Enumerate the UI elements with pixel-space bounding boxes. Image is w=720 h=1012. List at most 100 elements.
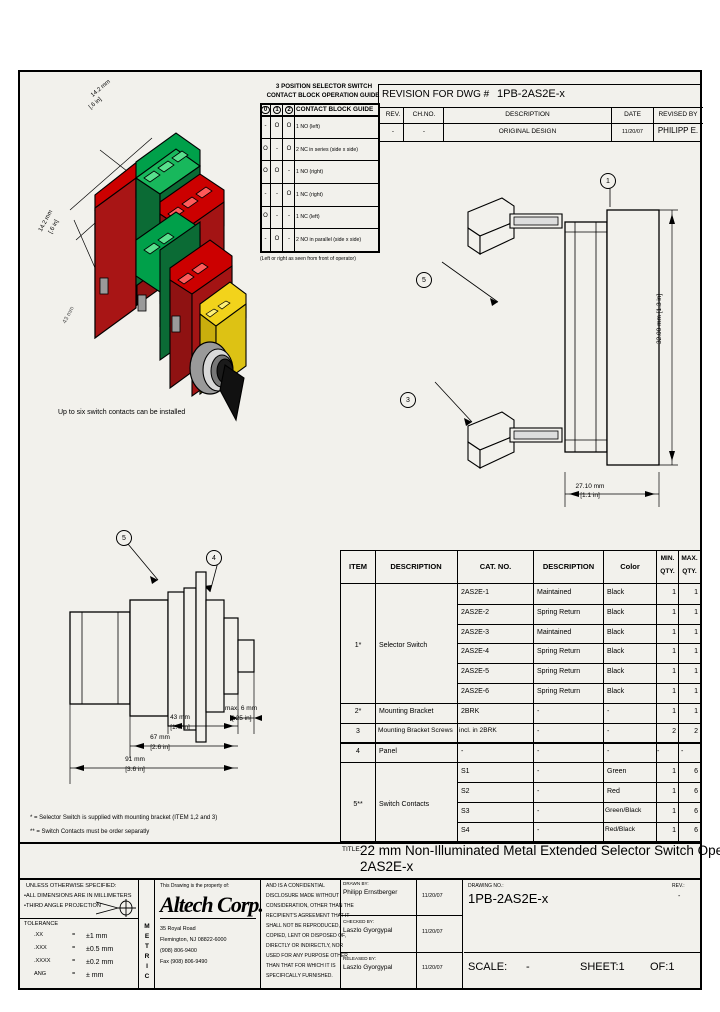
bom-row-max: 6 bbox=[694, 827, 698, 835]
tolerance-value-3: ± mm bbox=[86, 972, 104, 979]
isometric-contact-block-view bbox=[40, 90, 250, 430]
bom-row-max: 1 bbox=[694, 608, 698, 616]
title-block-divider-4 bbox=[340, 878, 342, 990]
metric-letter: C bbox=[144, 973, 150, 980]
cbg-row-0-guide: 1 NO (left) bbox=[296, 124, 320, 130]
cbg-row-1-guide: 2 NC in series (side x side) bbox=[296, 146, 358, 153]
bom-item-2: 2* bbox=[354, 708, 362, 715]
confidential-line: SPECIFICALLY FURNISHED. bbox=[266, 973, 333, 979]
revision-col-chno: CH.NO. bbox=[412, 111, 436, 118]
cbg-row-0-pos0: - bbox=[264, 123, 267, 129]
bom-row-catno: 2AS2E-5 bbox=[461, 668, 490, 676]
bom-row-desc: Spring Return bbox=[537, 668, 581, 676]
drawing-no-label: DRAWING NO.: bbox=[468, 883, 504, 889]
checked-by-value: Laszlo Gyorgypal bbox=[343, 927, 393, 934]
confidential-line: DIRECTLY OR INDIRECTLY, NOR bbox=[266, 943, 344, 949]
dim-67mm-inch: [2.6 in] bbox=[150, 744, 170, 751]
scale-value: - bbox=[526, 961, 530, 973]
property-line: This Drawing is the property of: bbox=[160, 883, 230, 889]
cbg-row-2-guide: 1 NO (right) bbox=[296, 169, 324, 175]
address-line4: Fax (908) 806-9490 bbox=[160, 959, 208, 965]
revision-row-date: 11/20/07 bbox=[621, 129, 643, 135]
bom-row-max: 1 bbox=[694, 688, 698, 695]
bom-row-min: 1 bbox=[672, 787, 676, 795]
bom-col-description-1: DESCRIPTION bbox=[390, 562, 442, 571]
page-title-line2: 2AS2E-x bbox=[360, 859, 414, 874]
bom-row-color: Black bbox=[607, 589, 625, 596]
bom-item-4: 4 bbox=[356, 748, 360, 755]
cbg-row-1-pos2: O bbox=[286, 145, 292, 152]
scale-label: SCALE: bbox=[468, 961, 508, 973]
bom-row-max: 1 bbox=[694, 628, 698, 636]
confidential-line: SHALL NOT BE REPRODUCED, bbox=[266, 923, 340, 929]
dim-panel-max-inch: [.25 in] bbox=[232, 715, 252, 722]
bom-row-max: 1 bbox=[694, 589, 698, 596]
bom-item-3: 3 bbox=[356, 728, 360, 735]
bom-row-max: 1 bbox=[694, 668, 698, 676]
confidential-line: RECIPIENT'S AGREEMENT THAT IT bbox=[266, 913, 350, 919]
bom-row-min: 1 bbox=[672, 708, 676, 715]
revision-row-rev: - bbox=[391, 128, 395, 135]
bom-row-color: Red/Black bbox=[605, 826, 636, 834]
bom-row-min: 1 bbox=[672, 628, 676, 636]
bom-description-3: Mounting Bracket Screws bbox=[378, 727, 453, 734]
tolerance-value-2: ±0.2 mm bbox=[86, 959, 114, 966]
dim-right-width-inch: [1.1 in] bbox=[580, 492, 600, 499]
bom-row-catno: incl. in 2BRK bbox=[459, 727, 497, 734]
bom-col-minqty-l1: MIN. bbox=[660, 555, 675, 562]
cbg-row-3-pos2: O bbox=[286, 190, 292, 197]
balloon-5-side: 5 bbox=[416, 272, 432, 288]
bom-row-catno: 2AS2E-3 bbox=[461, 628, 490, 636]
cbg-col-guide-header: CONTACT BLOCK GUIDE bbox=[296, 105, 374, 113]
bom-row-min: - bbox=[657, 748, 660, 755]
cbg-footnote: (Left or right as seen from front of ope… bbox=[260, 256, 356, 262]
bom-row-color: Black bbox=[607, 608, 625, 616]
confidential-line: DISCLOSURE MADE WITHOUT bbox=[266, 893, 340, 899]
cbg-row-0-pos1: O bbox=[274, 123, 280, 129]
bom-col-maxqty-l2: QTY. bbox=[682, 568, 697, 575]
rev-value: - bbox=[678, 893, 681, 900]
checked-by-label: CHECKED BY: bbox=[343, 919, 374, 924]
title-label: TITLE: bbox=[342, 846, 362, 853]
bom-row-max: 6 bbox=[694, 768, 698, 775]
bom-row-catno: 2AS2E-6 bbox=[461, 688, 490, 695]
unless-line2: •ALL DIMENSIONS ARE IN MILLIMETERS bbox=[24, 893, 132, 899]
dim-91mm-inch: [3.6 in] bbox=[125, 766, 145, 773]
cbg-row-0-pos2: O bbox=[286, 123, 292, 129]
bom-row-color: - bbox=[607, 728, 610, 735]
metric-letter: M bbox=[144, 923, 150, 930]
revision-col-description: DESCRIPTION bbox=[505, 111, 550, 118]
bom-row-catno: - bbox=[461, 748, 464, 755]
dim-43mm: 43 mm bbox=[170, 714, 190, 721]
address-line2: Flemington, NJ 08822-6000 bbox=[160, 937, 227, 943]
drawing-frame: 14.2 mm [.6 in] 14.2 mm [.6 in] 43 mm Up… bbox=[18, 70, 720, 990]
bom-col-color: Color bbox=[620, 562, 640, 571]
confidential-line: CONSIDERATION, OTHER THAN THE bbox=[266, 903, 354, 909]
released-by-value: Laszlo Gyorgypal bbox=[343, 964, 393, 971]
footnote-two: ** = Switch Contacts must be order separ… bbox=[30, 829, 150, 835]
bom-row-color: Black bbox=[607, 668, 625, 676]
bom-description-4: Panel bbox=[379, 748, 397, 755]
side-assembly-view bbox=[410, 172, 700, 542]
bom-row-max: 6 bbox=[694, 807, 698, 815]
revision-heading-number: 1PB-2AS2E-x bbox=[497, 88, 565, 100]
cbg-row-2-pos0: O bbox=[263, 168, 268, 174]
title-block-divider-3 bbox=[260, 878, 262, 990]
balloon-3-side: 3 bbox=[400, 392, 416, 408]
dim-67mm: 67 mm bbox=[150, 734, 170, 741]
bom-row-max: 6 bbox=[694, 787, 698, 795]
isometric-note: Up to six switch contacts can be install… bbox=[58, 409, 186, 416]
bom-row-min: 2 bbox=[672, 728, 676, 735]
cbg-row-2-pos2: - bbox=[288, 168, 290, 174]
cbg-row-4-pos1: - bbox=[276, 213, 278, 219]
tolerance-sign-0: = bbox=[72, 932, 76, 938]
cbg-row-1-pos0: O bbox=[263, 145, 268, 152]
footnote-one: * = Selector Switch is supplied with mou… bbox=[30, 815, 218, 821]
dim-right-height: 32.00 mm [1.3 in] bbox=[656, 293, 663, 344]
bom-description-5: Switch Contacts bbox=[379, 801, 430, 808]
cbg-col-2-header: 2 bbox=[284, 106, 294, 114]
bom-row-max: 1 bbox=[694, 648, 698, 656]
bill-of-materials-table: ITEM DESCRIPTION CAT. NO. DESCRIPTION Co… bbox=[340, 550, 702, 842]
bom-row-color: Black bbox=[607, 628, 625, 636]
